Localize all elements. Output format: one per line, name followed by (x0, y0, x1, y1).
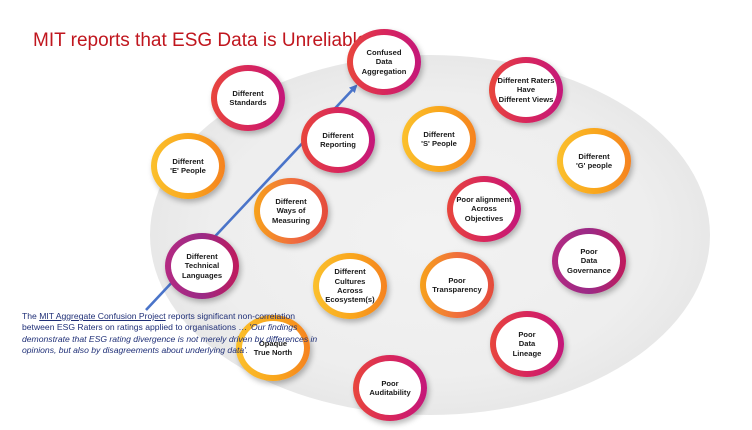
node-different-s-people: Different 'S' People (402, 106, 476, 172)
node-technical-languages: Different Technical Languages (165, 233, 239, 299)
node-poor-alignment: Poor alignment Across Objectives (447, 176, 521, 242)
node-different-standards: Different Standards (211, 65, 285, 131)
node-ways-of-measuring: Different Ways of Measuring (254, 178, 328, 244)
node-poor-data-lineage: Poor Data Lineage (490, 311, 564, 377)
caption-quote: 'Our findings demonstrate that ESG ratin… (22, 322, 318, 356)
node-cultures-across-ecosystems: Different Cultures Across Ecosystem(s) (313, 253, 387, 319)
caption-intro: The (22, 311, 40, 321)
slide-title: MIT reports that ESG Data is Unreliable (33, 30, 368, 51)
node-different-g-people: Different 'G' people (557, 128, 631, 194)
node-opaque-true-north: Opaque True North (236, 315, 310, 381)
node-different-e-people: Different 'E' People (151, 133, 225, 199)
node-different-reporting: Different Reporting (301, 107, 375, 173)
caption-body: reports significant non-correlation betw… (22, 311, 296, 333)
node-poor-data-governance: Poor Data Governance (552, 228, 626, 294)
node-different-raters: Different Raters Have Different Views (489, 57, 563, 123)
caption-text: The MIT Aggregate Confusion Project repo… (22, 311, 322, 357)
node-poor-auditability: Poor Auditability (353, 355, 427, 421)
node-poor-transparency: Poor Transparency (420, 252, 494, 318)
node-confused-data-aggregation: Confused Data Aggregation (347, 29, 421, 95)
mit-project-link[interactable]: MIT Aggregate Confusion Project (39, 311, 166, 321)
